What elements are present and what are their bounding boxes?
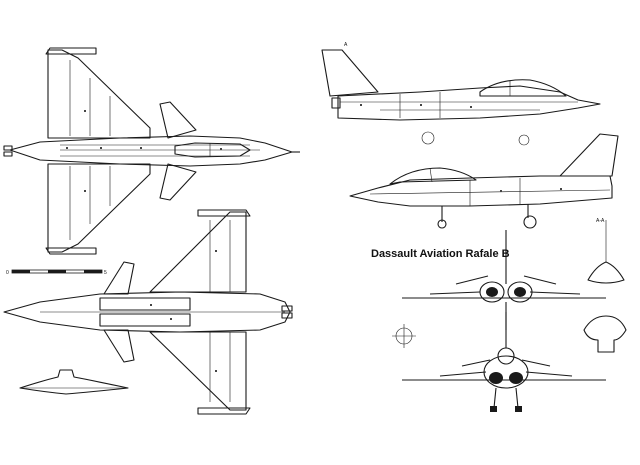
bottom-view-upper-canard [103, 261, 135, 295]
side-view-lower-fin [559, 133, 619, 177]
fuselage-section-profile [583, 315, 627, 353]
front-view-upper [402, 230, 606, 330]
bottom-view-lower-wing [149, 331, 247, 411]
top-view-upper-wing [47, 49, 151, 139]
bottom-view-lower-canard [103, 329, 135, 363]
scale-bar: 0 5 [6, 269, 107, 276]
top-view-lower-canard [159, 163, 197, 201]
section-label-a: A [344, 42, 348, 48]
scale-bar-start-label: 0 [6, 270, 9, 276]
top-view-canopy [174, 142, 251, 158]
side-view-lower: A-A [349, 133, 619, 229]
bottom-view-plan [3, 209, 293, 415]
side-view-upper-canopy [479, 79, 567, 97]
bottom-view-lower-wingtip-rail [197, 407, 251, 415]
front-view-lower [402, 312, 606, 412]
top-view-lower-wingtip-rail [45, 247, 97, 255]
scale-bar-end-label: 5 [104, 270, 107, 276]
side-view-upper-fuselage [337, 85, 601, 121]
bottom-view-fuselage [3, 291, 291, 333]
drawing-title: Dassault Aviation Rafale B [371, 248, 510, 260]
wing-section-profile [19, 369, 129, 395]
side-view-lower-canopy [389, 167, 477, 185]
top-view-upper-canard [159, 101, 197, 139]
top-view-upper-wingtip-rail [45, 47, 97, 55]
top-view-fuselage [9, 135, 293, 167]
side-view-lower-fuselage [349, 175, 613, 207]
section-label-a-a: A-A [596, 218, 605, 224]
section-crosshairs [392, 324, 416, 348]
top-view-lower-wing [47, 163, 151, 253]
top-view-plan [3, 47, 300, 255]
bottom-view-upper-wing [149, 211, 247, 293]
fin-section-profile [587, 220, 625, 284]
side-view-upper: A [321, 42, 601, 146]
side-view-upper-fin [321, 49, 379, 97]
bottom-view-upper-wingtip-rail [197, 209, 251, 217]
